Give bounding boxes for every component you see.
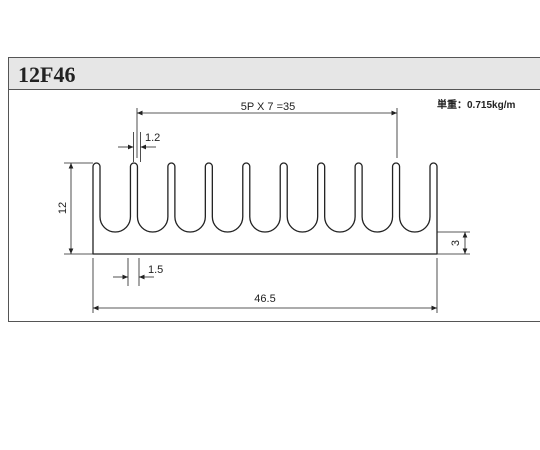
gap-width-dimension: 1.5 [113,258,163,286]
heatsink-profile [92,162,438,255]
height-dimension: 12 [57,162,93,255]
gap-width-label: 1.5 [148,264,163,276]
base-thickness-label: 3 [450,240,462,246]
total-width-label: 46.5 [254,293,275,305]
pitch-dimension: 5P X 7 =35 [136,101,398,158]
height-label: 12 [57,202,69,214]
unit-weight-label: 単重：0.715kg/m [437,100,516,111]
fin-thickness-dimension: 1.2 [118,132,160,162]
fin-thickness-label: 1.2 [145,132,160,144]
drawing-sheet [8,57,540,322]
base-thickness-dimension: 3 [437,231,470,255]
total-width-dimension: 46.5 [92,258,438,313]
model-title: 12F46 [18,62,76,87]
title-bar [8,57,540,90]
pitch-dimension-label: 5P X 7 =35 [241,101,296,113]
